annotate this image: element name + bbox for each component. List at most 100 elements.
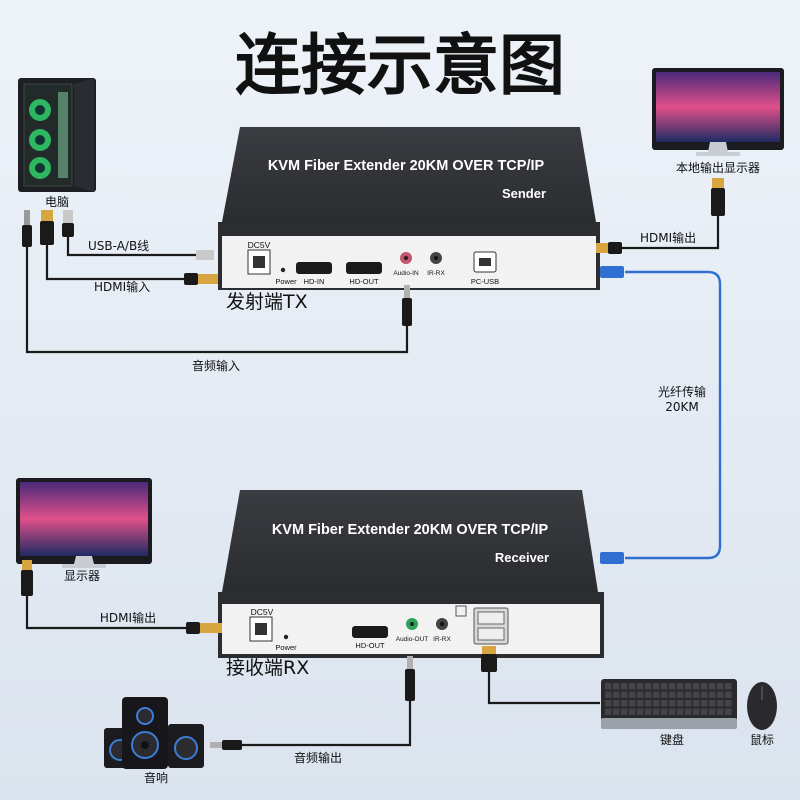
keyboard-key [637, 691, 644, 698]
keyboard-key [701, 691, 708, 698]
diagram-title: 连接示意图 [235, 27, 565, 104]
local-monitor [652, 68, 784, 156]
keyboard-key [621, 683, 628, 690]
hdmi-in-cable-line [45, 245, 190, 281]
sender-hdin-label: HD-IN [304, 277, 325, 286]
keyboard-key [669, 700, 676, 707]
fiber-label-line1: 光纤传输 [658, 384, 706, 399]
keyboard-key [701, 700, 708, 707]
keyboard-key [629, 708, 636, 715]
keyboard-key [637, 683, 644, 690]
fiber-label-line2: 20KM [665, 400, 699, 414]
keyboard-key [661, 708, 668, 715]
keyboard-key [685, 683, 692, 690]
keyboard-key [709, 708, 716, 715]
computer-plugs [22, 210, 74, 247]
keyboard-key [605, 691, 612, 698]
audio-out-cable-line [240, 700, 412, 747]
keyboard-key [613, 683, 620, 690]
sender-role-text: Sender [502, 186, 546, 201]
keyboard-key [701, 683, 708, 690]
keyboard-key [725, 708, 732, 715]
keyboard-key [669, 691, 676, 698]
receiver-hdout-label: HD-OUT [355, 641, 385, 650]
audio-in-label: 音频输入 [192, 358, 240, 373]
receiver-power-label: Power [275, 643, 297, 652]
computer-tower [18, 78, 96, 192]
keyboard-key [629, 700, 636, 707]
keyboard-key [645, 683, 652, 690]
keyboard-key [629, 691, 636, 698]
keyboard-key [661, 691, 668, 698]
local-monitor-label: 本地输出显示器 [676, 160, 760, 175]
keyboard-key [717, 683, 724, 690]
keyboard-key [709, 700, 716, 707]
monitor [16, 478, 152, 568]
mouse [747, 682, 777, 730]
keyboard-key [717, 708, 724, 715]
keyboard-key [725, 683, 732, 690]
keyboard-key [701, 708, 708, 715]
keyboard-key [669, 683, 676, 690]
keyboard-key [653, 691, 660, 698]
receiver-irrx-label: IR-RX [433, 636, 451, 643]
keyboard-label: 键盘 [660, 732, 684, 747]
mouse-label: 鼠标 [750, 733, 774, 747]
keyboard-key [613, 691, 620, 698]
receiver-model-text: KVM Fiber Extender 20KM OVER TCP/IP [272, 522, 549, 538]
keyboard-key [629, 683, 636, 690]
keyboard-key [605, 700, 612, 707]
sender-hdout-label: HD-OUT [349, 277, 379, 286]
computer-label: 电脑 [45, 195, 69, 209]
hdmi-out-top-cable-line [605, 215, 720, 250]
hdmi-out-top-label: HDMI输出 [640, 230, 696, 245]
keyboard-key [725, 700, 732, 707]
receiver-audioout-label: Audio-OUT [396, 636, 429, 643]
sender-audioin-label: Audio-IN [393, 270, 419, 277]
keyboard-key [669, 708, 676, 715]
sender-power-label: Power [275, 277, 297, 286]
usb-keyboard-cable-line [487, 670, 600, 705]
keyboard-key [717, 700, 724, 707]
keyboard-key [645, 691, 652, 698]
usb-cable-label: USB-A/B线 [88, 239, 149, 253]
keyboard-key [677, 691, 684, 698]
hdmi-out-bottom-label: HDMI输出 [100, 610, 156, 625]
speaker [104, 697, 204, 769]
keyboard-key [621, 691, 628, 698]
keyboard-key [725, 691, 732, 698]
keyboard-key [677, 683, 684, 690]
speaker-plug [210, 740, 242, 750]
keyboard-key [685, 691, 692, 698]
sender-dc-label: DC5V [248, 240, 271, 250]
sender-irrx-label: IR-RX [427, 270, 445, 277]
keyboard-key [685, 700, 692, 707]
keyboard-key [693, 691, 700, 698]
keyboard-key [637, 700, 644, 707]
usb-cable-line [66, 235, 205, 257]
keyboard-key [677, 708, 684, 715]
keyboard-key [621, 708, 628, 715]
monitor-label: 显示器 [64, 569, 100, 583]
keyboard-key [653, 700, 660, 707]
keyboard-key [685, 708, 692, 715]
keyboard-key [645, 708, 652, 715]
keyboard-key [653, 708, 660, 715]
keyboard-key [661, 700, 668, 707]
speaker-label: 音响 [144, 770, 168, 785]
keyboard-key [605, 708, 612, 715]
cables [25, 215, 720, 747]
sender-model-text: KVM Fiber Extender 20KM OVER TCP/IP [268, 158, 545, 174]
keyboard-key [645, 700, 652, 707]
keyboard-key [693, 700, 700, 707]
keyboard-key [709, 691, 716, 698]
receiver-caption: 接收端RX [226, 657, 309, 679]
keyboard-key [661, 683, 668, 690]
receiver-plugs [186, 552, 624, 701]
monitor-plug [21, 560, 33, 596]
keyboard-key [613, 708, 620, 715]
keyboard-key [717, 691, 724, 698]
keyboard-key [621, 700, 628, 707]
keyboard-key [653, 683, 660, 690]
